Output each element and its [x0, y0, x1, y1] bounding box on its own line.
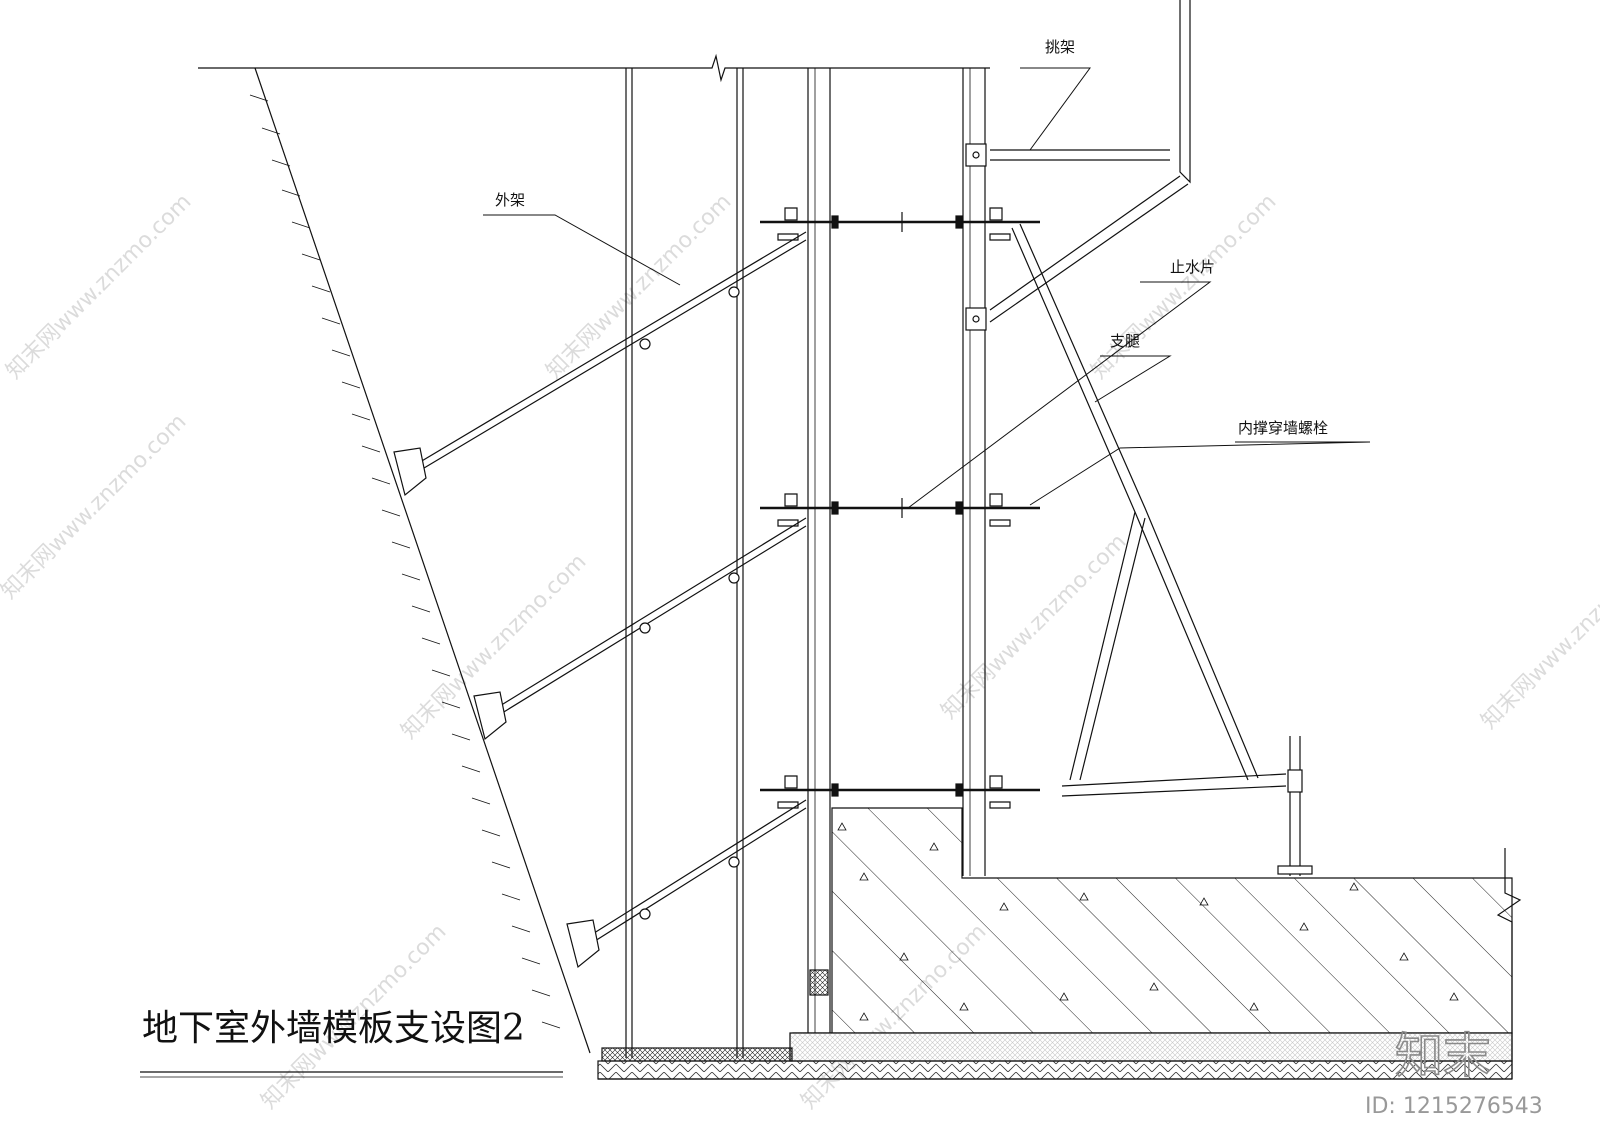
- label-waterstop: 止水片: [1170, 258, 1215, 276]
- outer-scaffold-poles: [625, 68, 744, 1058]
- watermark-text: 知末网www.znzmo.com: [937, 529, 1132, 724]
- title-block: 地下室外墙模板支设图2: [140, 1008, 563, 1078]
- support-leg: [1011, 223, 1313, 876]
- label-cantilever-frame: 挑架: [1045, 38, 1075, 56]
- drawing-title: 地下室外墙模板支设图2: [142, 1008, 525, 1049]
- image-id: ID: 1215276543: [1365, 1094, 1543, 1119]
- cantilever-frame: [965, 0, 1191, 331]
- label-outer-frame: 外架: [495, 191, 525, 209]
- tie-row-top: [760, 207, 1040, 241]
- tie-row-bottom: [760, 775, 1040, 809]
- right-break-line: [1496, 848, 1522, 1079]
- inner-formwork: [962, 68, 986, 876]
- brand-logo: 知末: [1395, 1028, 1491, 1084]
- watermark-text: 知末网www.znzmo.com: [0, 409, 191, 604]
- tie-row-middle: [760, 493, 1040, 527]
- label-through-bolt: 内撑穿墙螺栓: [1238, 419, 1328, 437]
- annotation-labels: 外架 挑架 止水片 支腿 内撑穿墙螺栓: [495, 38, 1328, 437]
- watermark-text: 知末网www.znzmo.com: [542, 189, 737, 384]
- outer-formwork: [807, 68, 831, 1058]
- brand-watermark: 知末 ID: 1215276543: [1365, 1027, 1543, 1119]
- excavation-slope: [249, 67, 591, 1054]
- concrete-section: [792, 807, 1513, 1059]
- watermark-text: 知末网www.znzmo.com: [1477, 539, 1600, 734]
- label-support-leg: 支腿: [1110, 332, 1140, 350]
- watermark-text: 知末网www.znzmo.com: [1087, 189, 1282, 384]
- leader-lines: [483, 67, 1371, 509]
- ground-line: [198, 53, 990, 83]
- slope-braces: [393, 231, 807, 969]
- watermark-text: 知末网www.znzmo.com: [2, 189, 197, 384]
